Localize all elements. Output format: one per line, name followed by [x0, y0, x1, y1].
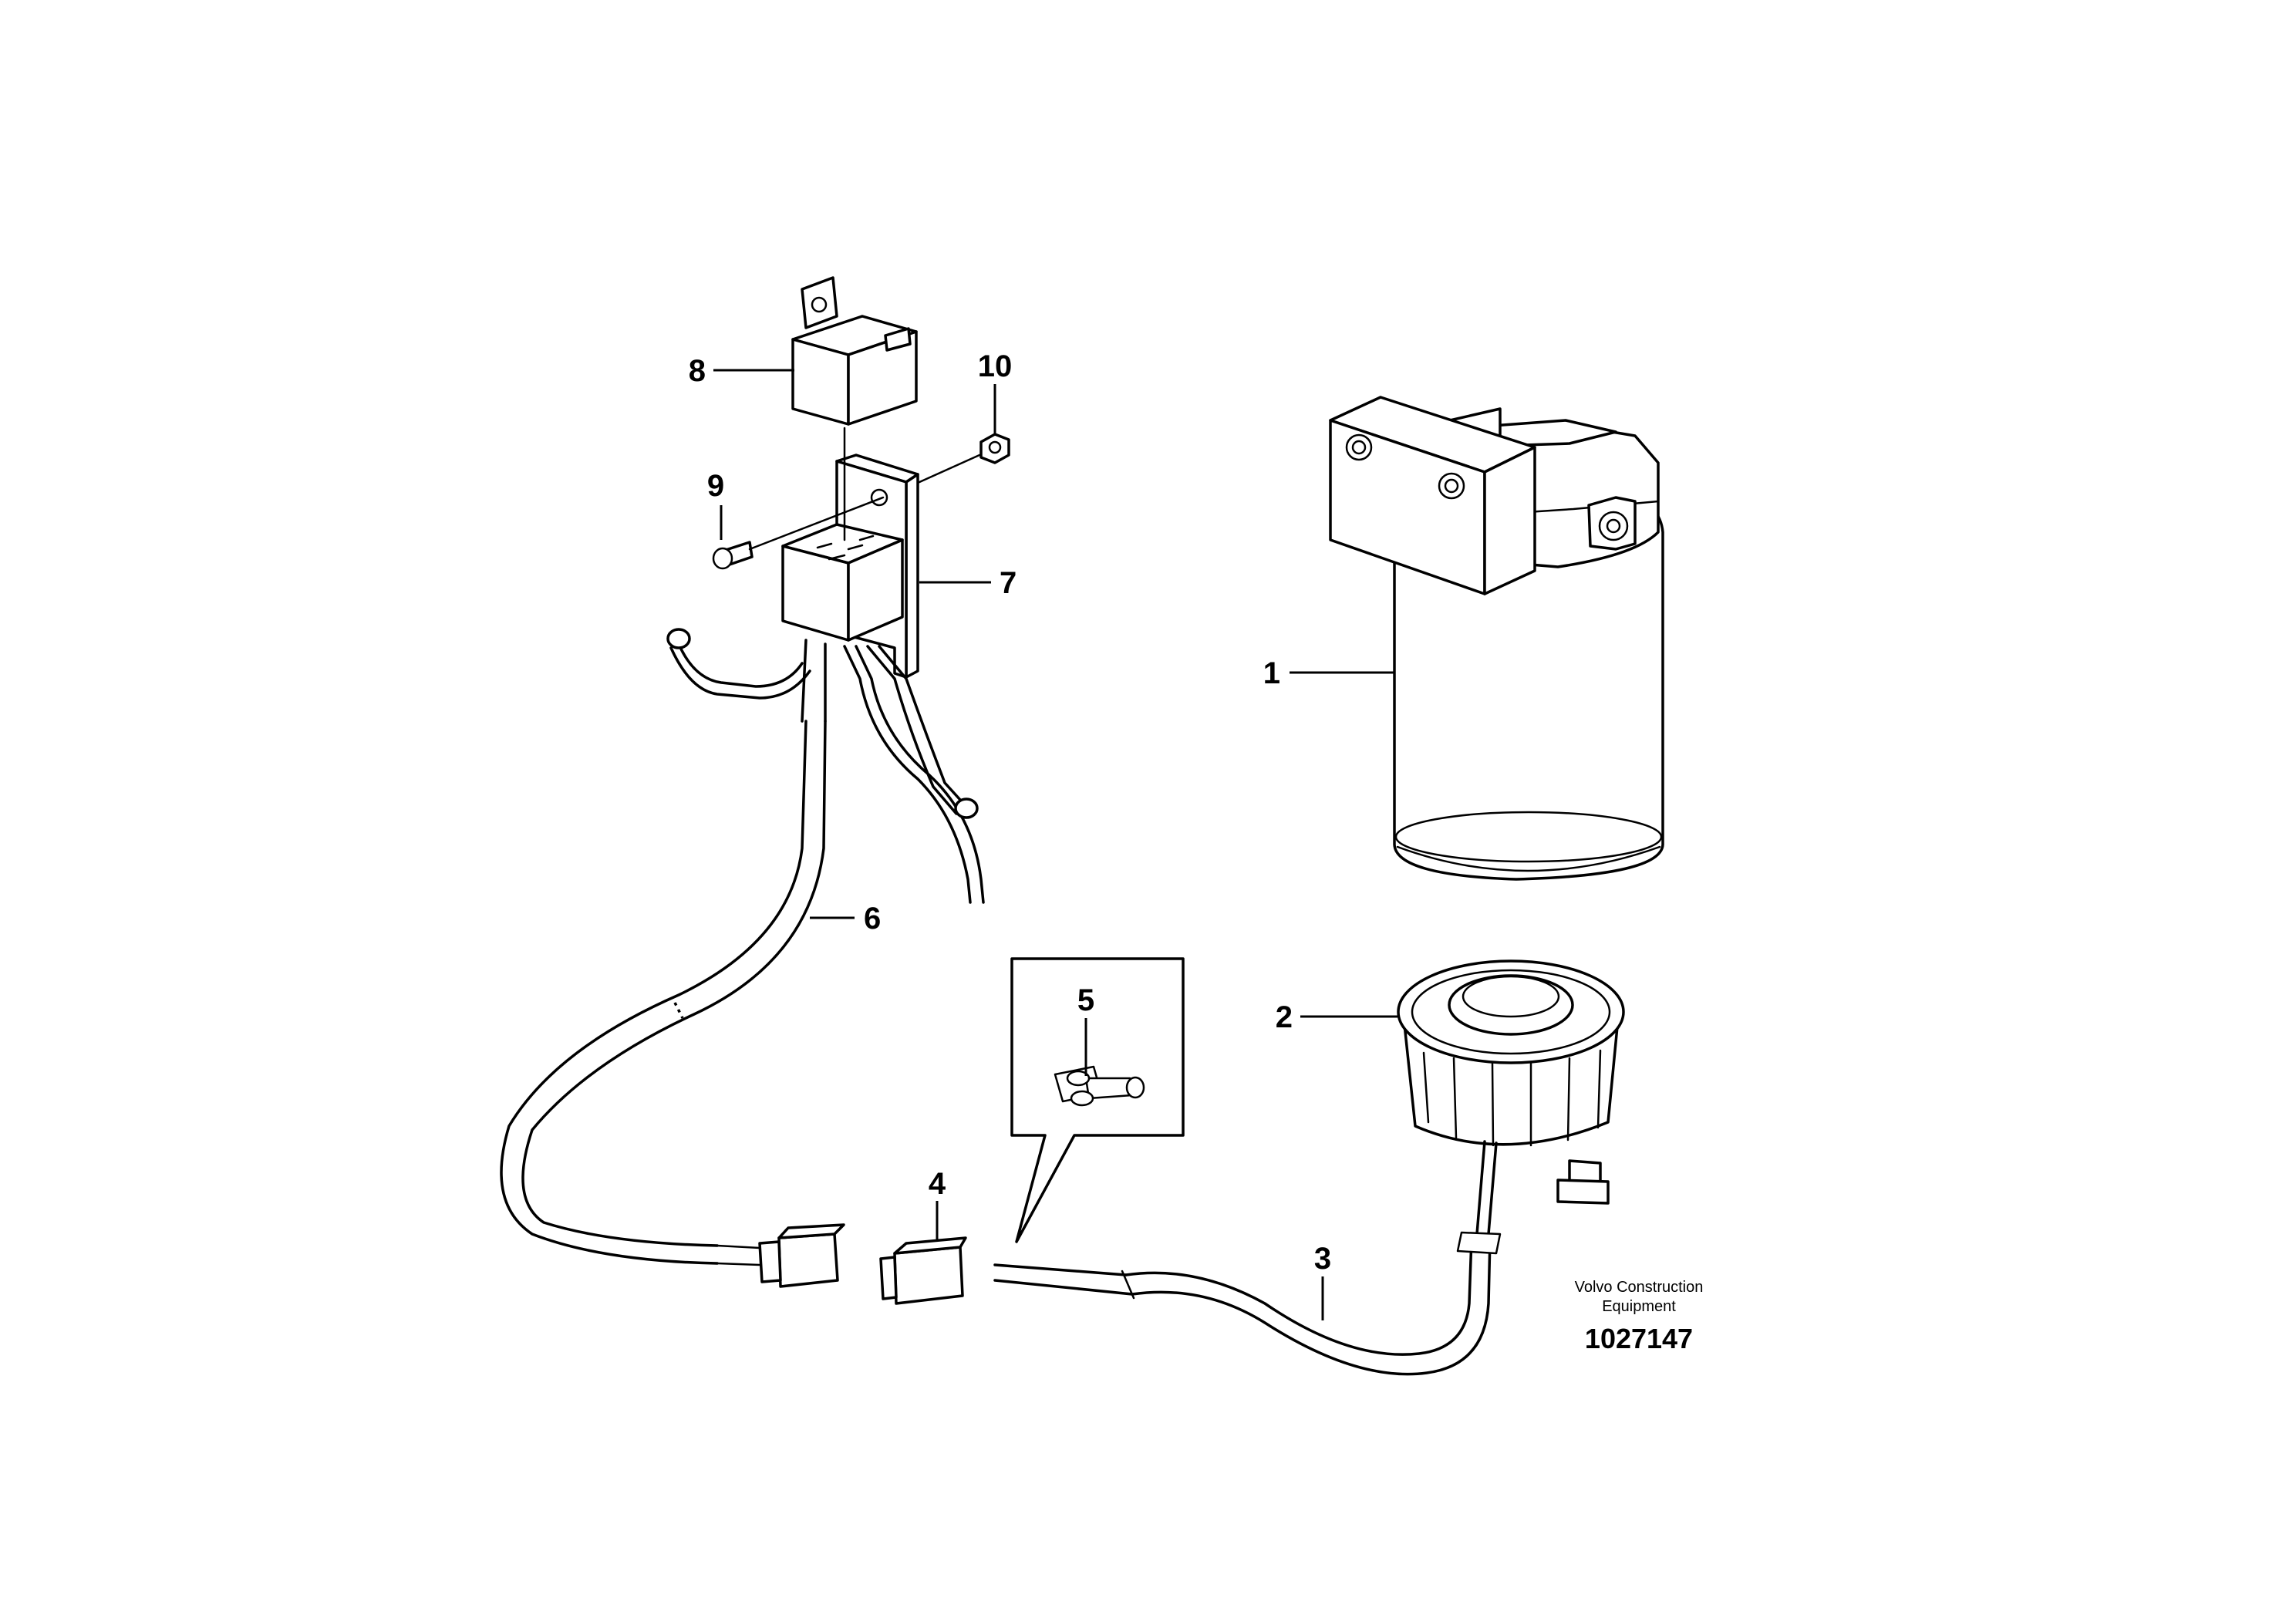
callout-labels: 1 2 3 4 5 6 7 8 9 10 [689, 349, 1331, 1276]
callout-8: 8 [689, 354, 706, 388]
brand-line-2: Equipment [1602, 1298, 1676, 1315]
detail-inset [1010, 957, 1185, 1243]
brand-block: Volvo Construction Equipment 1027147 [1575, 1279, 1704, 1354]
nut [916, 433, 1010, 484]
callout-7: 7 [1000, 566, 1017, 600]
callout-5: 5 [1077, 983, 1094, 1017]
screw [712, 496, 885, 570]
sensor-cable [993, 1231, 1502, 1376]
callout-9: 9 [707, 469, 724, 503]
callout-2: 2 [1276, 1000, 1293, 1034]
callout-10: 10 [978, 349, 1013, 383]
relay-assembly [666, 454, 985, 904]
brand-line-1: Volvo Construction [1575, 1279, 1704, 1296]
callout-1: 1 [1263, 656, 1280, 690]
fuel-filter [1329, 396, 1664, 881]
callout-6: 6 [864, 902, 881, 936]
callout-4: 4 [929, 1167, 946, 1201]
connector [879, 1236, 967, 1305]
sensor-bowl [1397, 959, 1625, 1236]
relay [791, 276, 918, 541]
leader-lines [713, 369, 1397, 1320]
callout-3: 3 [1314, 1242, 1331, 1276]
part-number: 1027147 [1585, 1323, 1693, 1354]
harness-cable [500, 720, 845, 1288]
